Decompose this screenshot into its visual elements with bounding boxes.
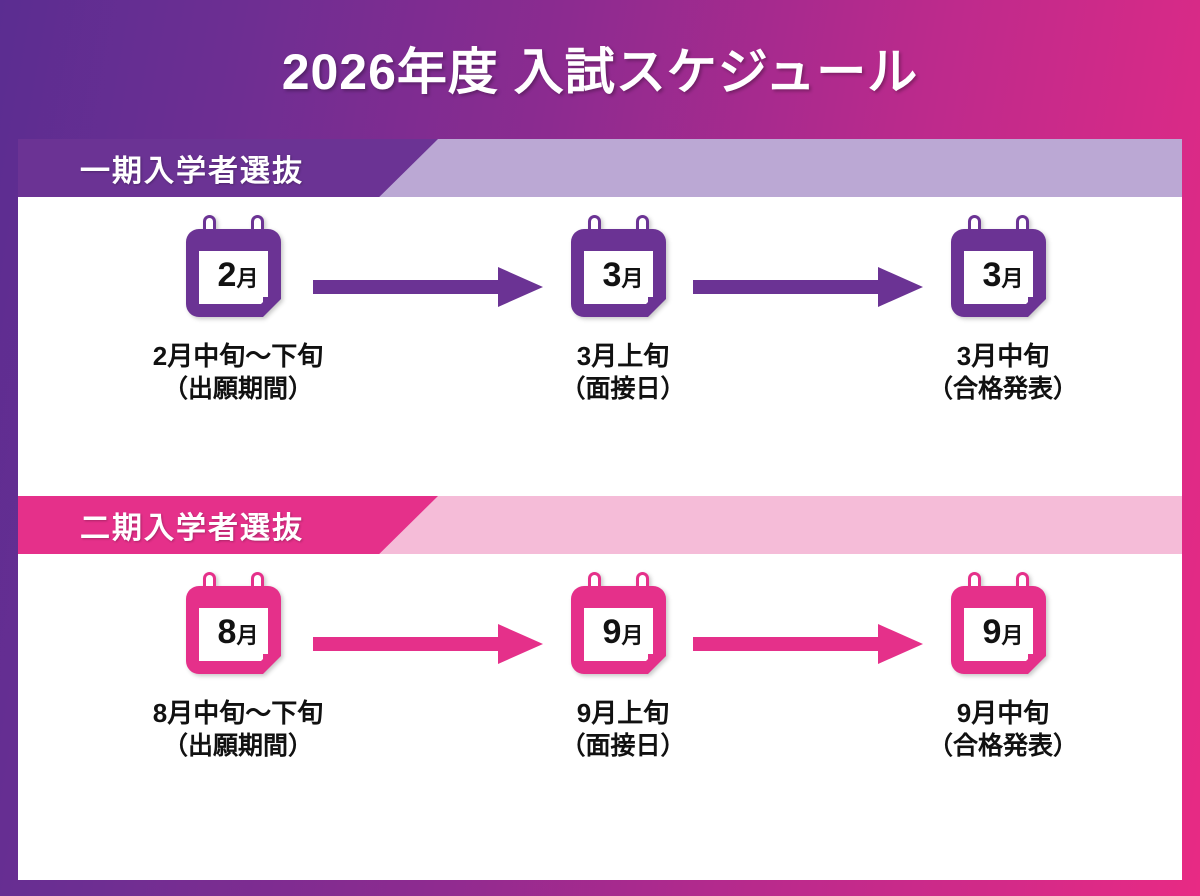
step-item: 2月 2月中旬〜下旬 （出願期間）	[88, 197, 388, 406]
step-label-sub: （出願期間）	[162, 375, 313, 404]
step-label-main: 9月中旬	[956, 698, 1050, 728]
step-label-main: 3月上旬	[576, 341, 670, 371]
arrow-right-icon	[313, 267, 543, 307]
banner-dark-tab: 一期入学者選抜	[18, 139, 438, 197]
step-label-sub: （面接日）	[560, 375, 686, 404]
section-banner: 一期入学者選抜	[18, 139, 1182, 197]
step-label: 9月中旬 （合格発表）	[928, 696, 1078, 763]
calendar-icon: 2月	[185, 213, 291, 329]
arrow-right-icon	[313, 624, 543, 664]
calendar-icon: 3月	[570, 213, 676, 329]
step-label-main: 9月上旬	[576, 698, 670, 728]
step-label: 2月中旬〜下旬 （出願期間）	[153, 339, 323, 406]
step-label-sub: （合格発表）	[927, 375, 1078, 404]
step-item: 9月 9月中旬 （合格発表）	[853, 554, 1153, 763]
banner-dark-tab: 二期入学者選抜	[18, 496, 438, 554]
section-title: 一期入学者選抜	[80, 155, 304, 188]
arrow-right-icon	[693, 624, 923, 664]
step-item: 3月 3月中旬 （合格発表）	[853, 197, 1153, 406]
title-bar: 2026年度 入試スケジュール	[0, 0, 1200, 136]
step-label-main: 2月中旬〜下旬	[152, 341, 324, 371]
arrow-right-icon	[693, 267, 923, 307]
calendar-icon: 3月	[950, 213, 1056, 329]
step-label-sub: （出願期間）	[162, 732, 313, 761]
page-title: 2026年度 入試スケジュール	[281, 44, 919, 100]
section-title: 二期入学者選抜	[80, 512, 304, 545]
step-label-main: 8月中旬〜下旬	[152, 698, 324, 728]
section-first-round: 一期入学者選抜 2月 2月中	[18, 139, 1182, 477]
step-label: 3月上旬 （面接日）	[560, 339, 685, 406]
calendar-icon: 9月	[570, 570, 676, 686]
step-label-sub: （合格発表）	[927, 732, 1078, 761]
calendar-icon: 9月	[950, 570, 1056, 686]
section-banner: 二期入学者選抜	[18, 496, 1182, 554]
step-label-sub: （面接日）	[560, 732, 686, 761]
step-label: 9月上旬 （面接日）	[560, 696, 685, 763]
section-second-round: 二期入学者選抜 8月 8月中	[18, 496, 1182, 834]
calendar-icon: 8月	[185, 570, 291, 686]
step-label: 8月中旬〜下旬 （出願期間）	[153, 696, 323, 763]
schedule-card: 一期入学者選抜 2月 2月中	[18, 139, 1182, 880]
steps-row: 8月 8月中旬〜下旬 （出願期間）	[18, 554, 1182, 834]
step-label: 3月中旬 （合格発表）	[928, 339, 1078, 406]
step-item: 9月 9月上旬 （面接日）	[473, 554, 773, 763]
step-label-main: 3月中旬	[956, 341, 1050, 371]
steps-row: 2月 2月中旬〜下旬 （出願期間）	[18, 197, 1182, 477]
